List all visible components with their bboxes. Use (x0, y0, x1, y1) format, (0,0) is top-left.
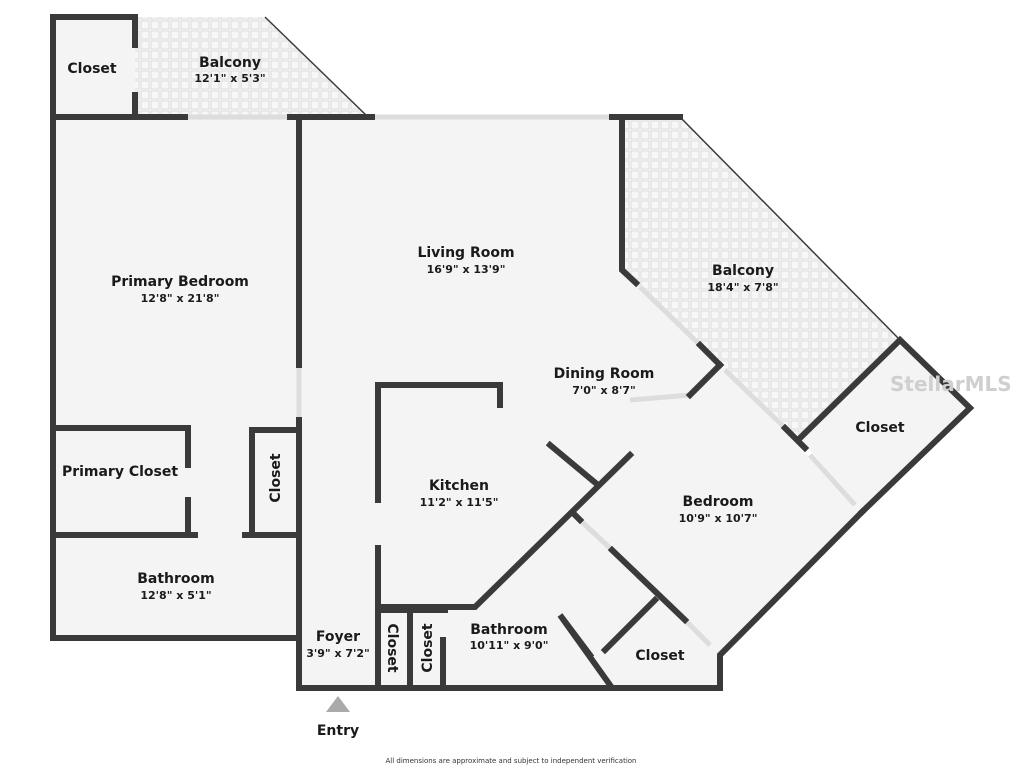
balcony-top-rail (264, 16, 369, 118)
foyer-label: Foyer (316, 629, 360, 645)
kitchen-label: Kitchen (429, 478, 489, 494)
balcony-right-floor (622, 117, 900, 438)
watermark-logo: StellarMLS (890, 372, 1012, 396)
bathroom-left-label: Bathroom (137, 571, 215, 587)
balcony-top-dims: 12'1" x 5'3" (194, 72, 265, 85)
kitchen-dims: 11'2" x 11'5" (420, 496, 499, 509)
disclaimer: All dimensions are approximate and subje… (386, 757, 637, 765)
balcony-right-rail (679, 116, 901, 341)
living-room-label: Living Room (417, 245, 514, 261)
bathroom-left-dims: 12'8" x 5'1" (140, 589, 211, 602)
balcony-right-label: Balcony (712, 263, 774, 279)
primary-bedroom-dims: 12'8" x 21'8" (141, 292, 220, 305)
entry-label: Entry (317, 723, 359, 739)
bathroom-right-label: Bathroom (470, 622, 548, 638)
balcony-top-label: Balcony (199, 55, 261, 71)
floor-fill (53, 17, 970, 688)
bedroom-label: Bedroom (683, 494, 754, 510)
closet-right-label: Closet (855, 420, 905, 436)
entry-arrow-icon (326, 696, 350, 712)
closet-mid-label: Closet (268, 453, 284, 503)
closet-foyer1-label: Closet (384, 623, 400, 673)
dining-room-label: Dining Room (554, 366, 655, 382)
balcony-top-floor (135, 17, 368, 117)
primary-closet-label: Primary Closet (62, 464, 178, 480)
foyer-dims: 3'9" x 7'2" (306, 647, 370, 660)
walls (50, 14, 975, 691)
living-room-dims: 16'9" x 13'9" (427, 263, 506, 276)
bathroom-right-dims: 10'11" x 9'0" (470, 639, 549, 652)
bedroom-dims: 10'9" x 10'7" (679, 512, 758, 525)
windows (185, 114, 857, 691)
closet-top-label: Closet (67, 61, 117, 77)
balcony-right-dims: 18'4" x 7'8" (707, 281, 778, 294)
dining-room-dims: 7'0" x 8'7" (572, 384, 636, 397)
closet-bottom-label: Closet (635, 648, 685, 664)
primary-bedroom-label: Primary Bedroom (111, 274, 249, 290)
closet-foyer2-label: Closet (420, 623, 436, 673)
